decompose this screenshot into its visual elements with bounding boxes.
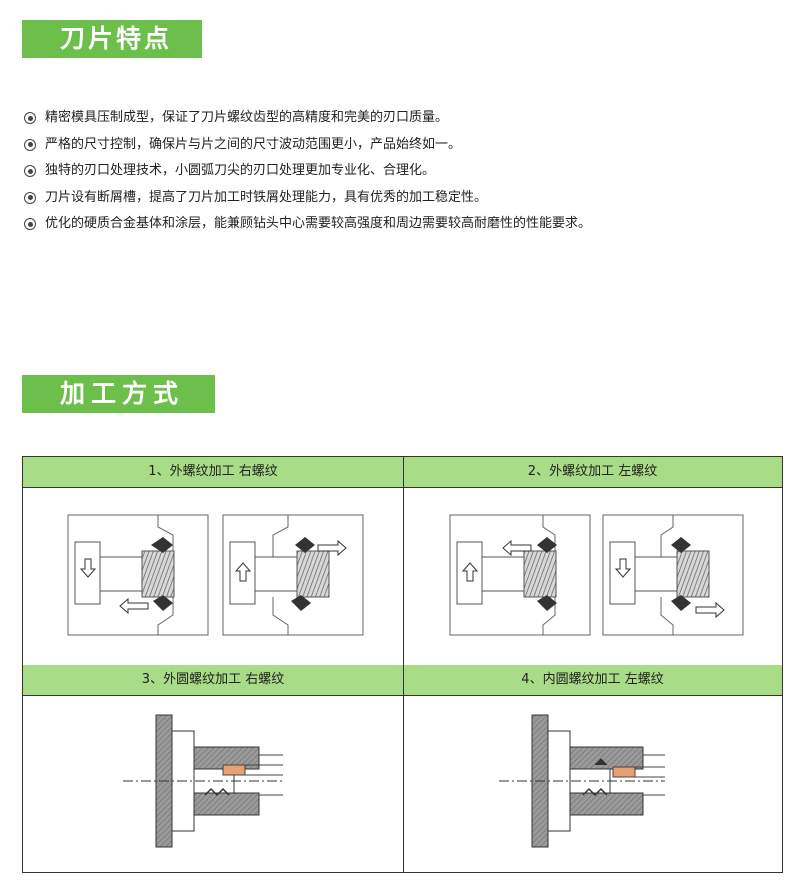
feature-list: 精密模具压制成型，保证了刀片螺纹齿型的高精度和完美的刃口质量。 严格的尺寸控制，… (24, 105, 784, 238)
external-right-thread-diagram (67, 514, 364, 636)
feature-item: 严格的尺寸控制，确保片与片之间的尺寸波动范围更小，产品始终如一。 (24, 132, 784, 159)
methods-section-title: 加工方式 (22, 375, 215, 413)
method-cell-3: 3、外圆螺纹加工 右螺纹 (23, 665, 403, 872)
method-label-3: 3、外圆螺纹加工 右螺纹 (23, 665, 403, 696)
method-cell-1: 1、外螺纹加工 右螺纹 (23, 457, 403, 665)
machining-methods-grid: 1、外螺纹加工 右螺纹 (22, 456, 783, 873)
double-circle-bullet-icon (24, 165, 36, 178)
method-cell-4: 4、内圆螺纹加工 左螺纹 (403, 665, 782, 872)
outer-circle-thread-diagram (123, 714, 283, 848)
method-label-4: 4、内圆螺纹加工 左螺纹 (403, 665, 782, 696)
features-section-title: 刀片特点 (22, 20, 202, 58)
double-circle-bullet-icon (24, 138, 36, 151)
double-circle-bullet-icon (24, 218, 36, 231)
method-diagram-1 (23, 487, 403, 665)
method-label-1: 1、外螺纹加工 右螺纹 (23, 457, 403, 488)
feature-item: 刀片设有断屑槽，提高了刀片加工时铁屑处理能力，具有优秀的加工稳定性。 (24, 185, 784, 212)
method-diagram-2 (403, 487, 782, 665)
double-circle-bullet-icon (24, 112, 36, 125)
feature-item: 优化的硬质合金基体和涂层，能兼顾钻头中心需要较高强度和周边需要较高耐磨性的性能要… (24, 211, 784, 238)
method-diagram-3 (23, 695, 403, 872)
feature-item: 精密模具压制成型，保证了刀片螺纹齿型的高精度和完美的刃口质量。 (24, 105, 784, 132)
feature-item: 独特的刃口处理技术，小圆弧刀尖的刃口处理更加专业化、合理化。 (24, 158, 784, 185)
grid-column-divider (403, 457, 404, 872)
method-diagram-4 (403, 695, 782, 872)
external-left-thread-diagram (449, 514, 744, 636)
double-circle-bullet-icon (24, 191, 36, 204)
method-label-2: 2、外螺纹加工 左螺纹 (403, 457, 782, 488)
inner-circle-thread-diagram (499, 714, 665, 848)
method-cell-2: 2、外螺纹加工 左螺纹 (403, 457, 782, 665)
